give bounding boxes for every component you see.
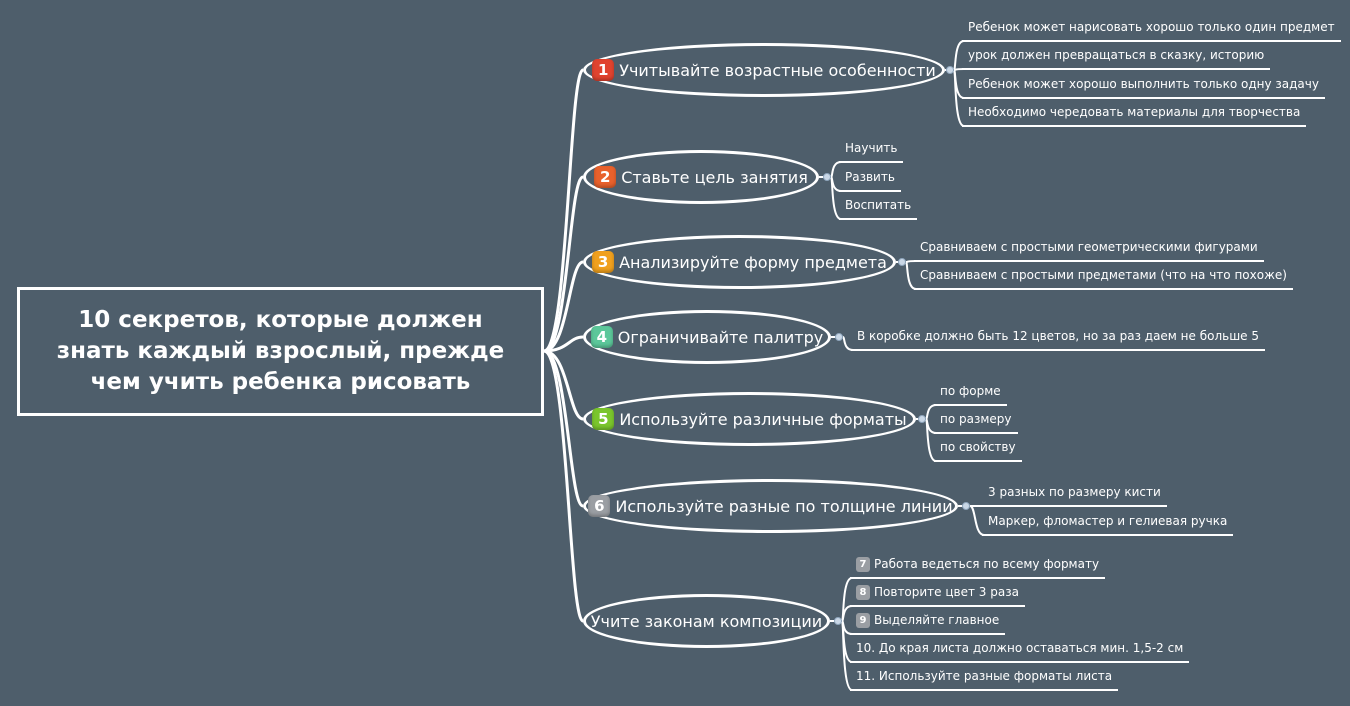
leaf-item[interactable]: Развить [845, 169, 895, 185]
leaf-label: Воспитать [845, 198, 912, 212]
collapse-dot-icon[interactable] [946, 66, 954, 74]
leaf-item[interactable]: Сравниваем с простыми геометрическими фи… [920, 239, 1258, 255]
collapse-dot-icon[interactable] [823, 173, 831, 181]
leaf-label: Маркер, фломастер и гелиевая ручка [988, 514, 1228, 528]
leaf-label: 10. До края листа должно оставаться мин.… [856, 641, 1184, 655]
leaf-connector [969, 505, 985, 536]
branch-label: Используйте разные по толщине линии [615, 496, 953, 516]
leaf-label: по свойству [940, 440, 1016, 454]
leaf-connector [925, 418, 937, 462]
leaf-label: В коробке должно быть 12 цветов, но за р… [857, 329, 1260, 343]
branch-label: Используйте различные форматы [619, 409, 907, 429]
leaf-item[interactable]: 7 Работа ведеться по всему формату [856, 556, 1099, 572]
leaf-item[interactable]: Ребенок может нарисовать хорошо только о… [968, 19, 1335, 35]
leaf-label: Необходимо чередовать материалы для твор… [968, 105, 1301, 119]
leaf-item[interactable]: урок должен превращаться в сказку, истор… [968, 47, 1264, 63]
leaf-item[interactable]: Ребенок может хорошо выполнить только од… [968, 76, 1319, 92]
leaf-label: Выделяйте главное [874, 613, 1000, 627]
leaf-connector [841, 620, 853, 691]
collapse-dot-icon[interactable] [962, 502, 970, 510]
leaf-label: 11. Используйте разные форматы листа [856, 669, 1113, 683]
leaf-label: по форме [940, 384, 1001, 398]
collapse-dot-icon[interactable] [898, 258, 906, 266]
leaf-label: Ребенок может хорошо выполнить только од… [968, 77, 1319, 91]
central-connector [543, 335, 584, 353]
collapse-dot-icon[interactable] [918, 415, 926, 423]
leaf-connector [842, 336, 854, 351]
leaf-item[interactable]: по размеру [940, 411, 1012, 427]
leaf-connector [905, 261, 917, 290]
leaf-item[interactable]: В коробке должно быть 12 цветов, но за р… [857, 328, 1259, 344]
branch-label: Учитывайте возрастные особенности [619, 60, 936, 80]
leaf-item[interactable]: по свойству [940, 439, 1016, 455]
leaf-item[interactable]: 9 Выделяйте главное [856, 612, 999, 628]
leaf-label: Ребенок может нарисовать хорошо только о… [968, 20, 1335, 34]
leaf-item[interactable]: 8 Повторите цвет 3 раза [856, 584, 1019, 600]
branch-label: Анализируйте форму предмета [619, 252, 887, 272]
branch-label: Учите законам композиции [590, 611, 823, 631]
leaf-label: Работа ведеться по всему формату [874, 557, 1100, 571]
leaf-label: 3 разных по размеру кисти [988, 485, 1161, 499]
central-connector [543, 349, 585, 508]
leaf-label: Развить [845, 170, 895, 184]
central-connector [543, 68, 585, 353]
central-connector [543, 349, 584, 421]
branch-label: Ограничивайте палитру [617, 327, 824, 347]
branch-label: Ставьте цель занятия [621, 167, 808, 187]
leaf-item[interactable]: Необходимо чередовать материалы для твор… [968, 104, 1300, 120]
priority-badge-icon: 2 [594, 166, 617, 188]
priority-badge-icon: 6 [588, 495, 611, 517]
priority-badge-icon: 3 [592, 251, 615, 273]
leaf-item[interactable]: Воспитать [845, 197, 911, 213]
priority-badge-icon: 1 [592, 59, 615, 81]
central-connector [543, 349, 585, 623]
leaf-connector [925, 404, 937, 420]
priority-badge-icon: 7 [856, 556, 870, 572]
leaf-item[interactable]: Маркер, фломастер и гелиевая ручка [988, 513, 1227, 529]
leaf-connector [830, 176, 842, 220]
leaf-item[interactable]: 11. Используйте разные форматы листа [856, 668, 1112, 684]
leaf-item[interactable]: Сравниваем с простыми предметами (что на… [920, 267, 1287, 283]
priority-badge-icon: 4 [590, 326, 613, 348]
leaf-item[interactable]: Научить [845, 140, 897, 156]
leaf-item[interactable]: по форме [940, 383, 1001, 399]
collapse-dot-icon[interactable] [835, 333, 843, 341]
leaf-item[interactable]: 3 разных по размеру кисти [988, 484, 1161, 500]
leaf-label: Сравниваем с простыми предметами (что на… [920, 268, 1287, 282]
priority-badge-icon: 5 [592, 408, 615, 430]
collapse-dot-icon[interactable] [834, 617, 842, 625]
leaf-label: по размеру [940, 412, 1012, 426]
central-connector [543, 175, 585, 353]
central-topic: 10 секретов, которые должен знать каждый… [17, 287, 544, 416]
leaf-item[interactable]: 10. До края листа должно оставаться мин.… [856, 640, 1183, 656]
priority-badge-icon: 8 [856, 584, 870, 600]
branch-topic-7[interactable]: Учите законам композиции [583, 594, 830, 648]
leaf-label: Научить [845, 141, 898, 155]
central-connector [543, 260, 584, 353]
leaf-label: урок должен превращаться в сказку, истор… [968, 48, 1265, 62]
leaf-label: Повторите цвет 3 раза [874, 585, 1019, 599]
leaf-connector [953, 40, 965, 71]
leaf-label: Сравниваем с простыми геометрическими фи… [920, 240, 1258, 254]
priority-badge-icon: 9 [856, 612, 870, 628]
leaf-connector [830, 161, 842, 178]
leaf-connector [953, 69, 965, 127]
